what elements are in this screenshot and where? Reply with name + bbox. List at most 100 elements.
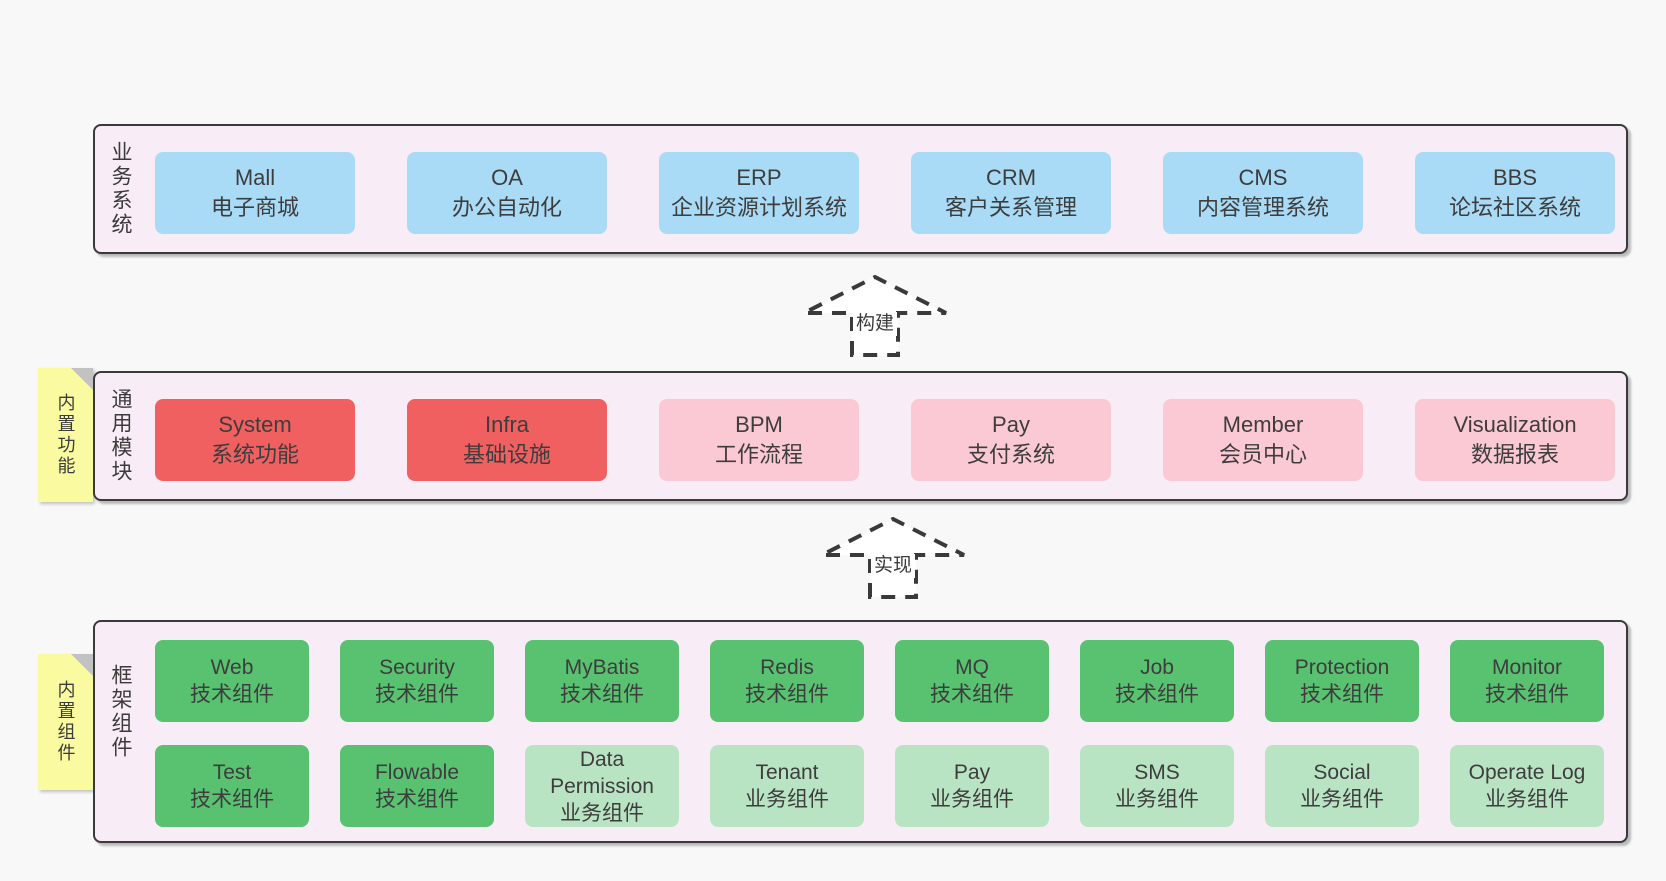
box-system: System 系统功能 xyxy=(155,399,355,481)
box-desc: 业务组件 xyxy=(560,801,644,825)
framework-box-row-1: Web 技术组件 Security 技术组件 MyBatis 技术组件 Redi… xyxy=(155,640,1604,722)
box-security-tech: Security 技术组件 xyxy=(340,640,494,722)
box-desc: 支付系统 xyxy=(966,442,1055,467)
sticky-builtin-components-label: 内置组件 xyxy=(55,680,76,764)
layer-business-side-label: 业务系统 xyxy=(109,141,132,237)
layer-common-modules: 通用模块 System 系统功能 Infra 基础设施 BPM 工作流程 Pay… xyxy=(93,371,1628,501)
box-name: Flowable xyxy=(374,761,460,784)
box-name: Protection xyxy=(1294,656,1390,679)
common-box-row: System 系统功能 Infra 基础设施 BPM 工作流程 Pay 支付系统… xyxy=(155,399,1615,481)
box-desc: 论坛社区系统 xyxy=(1448,195,1581,220)
box-name: Operate Log xyxy=(1468,761,1586,784)
box-name: BPM xyxy=(735,412,783,437)
box-desc: 客户关系管理 xyxy=(944,195,1077,220)
box-name: Test xyxy=(212,761,252,784)
box-name: Web xyxy=(210,656,254,679)
box-desc: 技术组件 xyxy=(1115,683,1199,706)
sticky-note-builtin-components: 内置组件 xyxy=(38,654,93,790)
box-desc: 技术组件 xyxy=(190,788,274,811)
layer-business-systems: 业务系统 Mall 电子商城 OA 办公自动化 ERP 企业资源计划系统 CRM… xyxy=(93,124,1628,254)
box-name: Monitor xyxy=(1491,656,1563,679)
box-desc: 技术组件 xyxy=(190,683,274,706)
folded-corner-icon xyxy=(71,368,93,390)
box-desc: 会员中心 xyxy=(1218,442,1307,467)
box-monitor-tech: Monitor 技术组件 xyxy=(1450,640,1604,722)
layer-framework-side-label: 框架组件 xyxy=(109,663,132,760)
box-erp: ERP 企业资源计划系统 xyxy=(659,152,859,234)
box-sms-biz: SMS 业务组件 xyxy=(1080,745,1234,827)
box-job-tech: Job 技术组件 xyxy=(1080,640,1234,722)
box-flowable-tech: Flowable 技术组件 xyxy=(340,745,494,827)
box-desc: 技术组件 xyxy=(745,683,829,706)
box-name: Mall xyxy=(234,165,276,190)
layer-common-side-label: 通用模块 xyxy=(109,388,132,484)
box-test-tech: Test 技术组件 xyxy=(155,745,309,827)
box-name: SMS xyxy=(1134,761,1180,784)
box-member: Member 会员中心 xyxy=(1163,399,1363,481)
framework-box-row-2: Test 技术组件 Flowable 技术组件 Data Permission … xyxy=(155,745,1604,827)
box-redis-tech: Redis 技术组件 xyxy=(710,640,864,722)
box-desc: 数据报表 xyxy=(1470,442,1559,467)
box-desc: 技术组件 xyxy=(375,683,459,706)
business-box-row: Mall 电子商城 OA 办公自动化 ERP 企业资源计划系统 CRM 客户关系… xyxy=(155,152,1615,234)
box-name: Redis xyxy=(760,656,814,679)
box-pay-biz: Pay 业务组件 xyxy=(895,745,1049,827)
box-desc: 内容管理系统 xyxy=(1196,195,1329,220)
box-pay-system: Pay 支付系统 xyxy=(911,399,1111,481)
box-desc: 业务组件 xyxy=(1300,788,1384,811)
box-bpm: BPM 工作流程 xyxy=(659,399,859,481)
box-name: Pay xyxy=(992,412,1030,437)
box-oa: OA 办公自动化 xyxy=(407,152,607,234)
box-name: Security xyxy=(379,656,455,679)
box-protection-tech: Protection 技术组件 xyxy=(1265,640,1419,722)
box-tenant-biz: Tenant 业务组件 xyxy=(710,745,864,827)
box-name: Visualization xyxy=(1453,412,1577,437)
box-name: MyBatis xyxy=(564,656,640,679)
arrow-implement-label: 实现 xyxy=(870,554,916,578)
box-name: Member xyxy=(1222,412,1304,437)
box-crm: CRM 客户关系管理 xyxy=(911,152,1111,234)
arrow-build-label: 构建 xyxy=(852,312,898,336)
box-mq-tech: MQ 技术组件 xyxy=(895,640,1049,722)
box-visualization: Visualization 数据报表 xyxy=(1415,399,1615,481)
box-operate-log-biz: Operate Log 业务组件 xyxy=(1450,745,1604,827)
box-name: Social xyxy=(1313,761,1371,784)
box-infra: Infra 基础设施 xyxy=(407,399,607,481)
box-desc: 电子商城 xyxy=(210,195,299,220)
box-name: Infra xyxy=(484,412,530,437)
layer-framework-components: 框架组件 Web 技术组件 Security 技术组件 MyBatis 技术组件… xyxy=(93,620,1628,843)
box-name: Data Permission xyxy=(550,747,654,798)
box-desc: 基础设施 xyxy=(462,442,551,467)
box-name: System xyxy=(218,412,292,437)
box-desc: 技术组件 xyxy=(375,788,459,811)
box-name: Job xyxy=(1140,656,1174,679)
box-name: CMS xyxy=(1238,165,1288,190)
box-name: CRM xyxy=(985,165,1037,190)
box-desc: 工作流程 xyxy=(714,442,803,467)
box-desc: 技术组件 xyxy=(1485,683,1569,706)
box-desc: 业务组件 xyxy=(1115,788,1199,811)
box-name: ERP xyxy=(736,165,782,190)
box-desc: 办公自动化 xyxy=(451,195,562,220)
box-desc: 业务组件 xyxy=(1485,788,1569,811)
box-data-permission-biz: Data Permission 业务组件 xyxy=(525,745,679,827)
box-web-tech: Web 技术组件 xyxy=(155,640,309,722)
box-desc: 业务组件 xyxy=(930,788,1014,811)
box-name: OA xyxy=(491,165,523,190)
box-name: BBS xyxy=(1492,165,1538,190)
box-bbs: BBS 论坛社区系统 xyxy=(1415,152,1615,234)
sticky-note-builtin-features: 内置功能 xyxy=(38,368,93,502)
box-social-biz: Social 业务组件 xyxy=(1265,745,1419,827)
box-desc: 系统功能 xyxy=(210,442,299,467)
box-name: Tenant xyxy=(755,761,819,784)
box-desc: 业务组件 xyxy=(745,788,829,811)
sticky-builtin-features-label: 内置功能 xyxy=(55,393,76,477)
box-mybatis-tech: MyBatis 技术组件 xyxy=(525,640,679,722)
box-desc: 技术组件 xyxy=(560,683,644,706)
box-cms: CMS 内容管理系统 xyxy=(1163,152,1363,234)
box-name: MQ xyxy=(955,656,989,679)
box-desc: 技术组件 xyxy=(930,683,1014,706)
box-mall: Mall 电子商城 xyxy=(155,152,355,234)
box-name: Pay xyxy=(953,761,991,784)
